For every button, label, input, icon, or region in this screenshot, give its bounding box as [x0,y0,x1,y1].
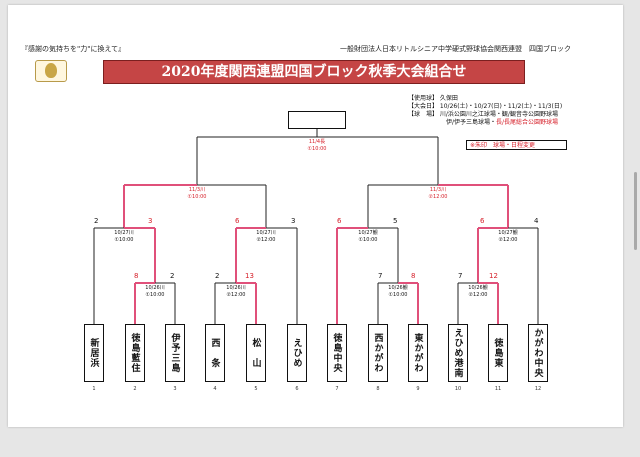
r3-date: 10/26観 [388,285,408,291]
team-box: えひめ港南 [448,324,468,382]
r2-time: ②12:00 [226,292,246,298]
league-logo-icon [35,60,67,82]
team-seed: 7 [335,386,339,392]
team-seed: 8 [376,386,380,392]
final-date: 11/4長 [308,139,326,145]
team-seed: 6 [295,386,299,392]
q4-time: ②12:00 [498,237,518,243]
team-box: 西かがわ [368,324,388,382]
team-box: 松 山 [246,324,266,382]
team-seed: 4 [213,386,217,392]
slogan: 『感謝の気持ちを"力"に換えて』 [21,45,126,53]
team-seed: 1 [92,386,96,392]
info-ball: 【使用球】 久保田 [408,95,458,102]
semi-left-time: ①10:00 [187,194,207,200]
team-seed: 9 [416,386,420,392]
r3-score-left: 7 [378,272,383,280]
r3-time: ①10:00 [388,292,408,298]
q1-date: 10/27川 [114,230,134,236]
team-box: 新居浜 [84,324,104,382]
r1-score-right: 2 [170,272,175,280]
team-box: 徳島藍住 [125,324,145,382]
r4-score-right: 12 [489,272,498,280]
scrollbar-thumb[interactable] [634,172,637,250]
r4-score-left: 7 [458,272,463,280]
r4-date: 10/26観 [468,285,488,291]
info-stadiums-2: 伊/伊予三島球場・長/長尾総合公園野球場 [446,119,559,126]
semi-right-date: 11/3川 [429,187,447,193]
team-seed: 5 [254,386,258,392]
r3-score-right: 8 [411,272,416,280]
r4-time: ②12:00 [468,292,488,298]
team-seed: 11 [494,386,502,392]
team-seed: 2 [133,386,137,392]
page-title: 2020年度関西連盟四国ブロック秋季大会組合せ [103,60,525,84]
r1-score-left: 8 [134,272,139,280]
r2-score-right: 13 [245,272,254,280]
q1-time: ①10:00 [114,237,134,243]
info-stadiums-1: 【球 場】 川/浜公園川之江球場・観/観音寺公園野球場 [408,111,558,118]
team-box: 徳島東 [488,324,508,382]
team-seed: 3 [173,386,177,392]
team-box: かがわ中央 [528,324,548,382]
q3-score-right: 5 [393,217,398,225]
team-box: えひめ [287,324,307,382]
team-box: 東かがわ [408,324,428,382]
organization-name: 一般財団法人日本リトルシニア中学硬式野球協会関西連盟 四国ブロック [340,45,571,53]
q3-date: 10/27観 [358,230,378,236]
q3-score-left: 6 [337,217,342,225]
team-box: 徳島中央 [327,324,347,382]
change-notice: ※朱印 球場・日程変更 [466,140,567,150]
semi-left-date: 11/3川 [188,187,206,193]
team-seed: 12 [534,386,542,392]
team-seed: 10 [454,386,462,392]
q2-time: ②12:00 [256,237,276,243]
info-dates: 【大会日】 10/26(土)・10/27(日)・11/2(土)・11/3(日) [408,103,563,110]
changed-stadium: 長/長尾総合公園野球場 [496,119,559,126]
q2-date: 10/27川 [256,230,276,236]
q3-time: ①10:00 [358,237,378,243]
q4-score-right: 4 [534,217,539,225]
r1-date: 10/26川 [145,285,165,291]
r1-time: ①10:00 [145,292,165,298]
q4-score-left: 6 [480,217,485,225]
r2-date: 10/26川 [226,285,246,291]
q2-score-left: 6 [235,217,240,225]
champion-box [288,111,346,129]
team-box: 伊予三島 [165,324,185,382]
q4-date: 10/27観 [498,230,518,236]
q1-score-right: 3 [148,217,153,225]
q1-score-left: 2 [94,217,99,225]
r2-score-left: 2 [215,272,220,280]
final-time: ①10:00 [307,146,327,152]
team-box: 西 条 [205,324,225,382]
q2-score-right: 3 [291,217,296,225]
semi-right-time: ②12:00 [428,194,448,200]
